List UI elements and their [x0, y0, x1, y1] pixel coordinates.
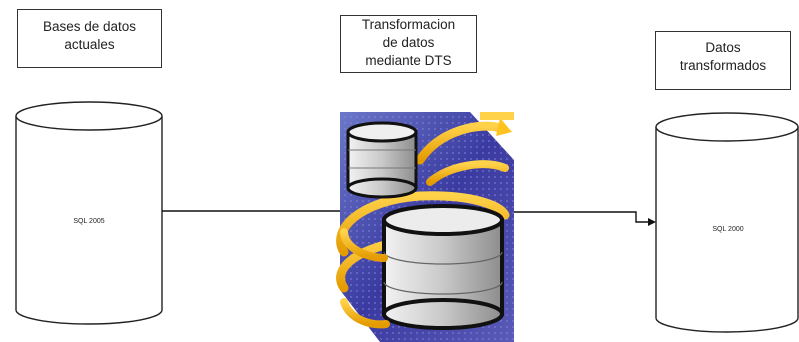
current-databases-label-line2: actuales [64, 37, 115, 52]
dts-label-line2: de datos [382, 35, 435, 50]
source-database-caption: SQL 2005 [73, 218, 105, 225]
arrowhead-icon [648, 218, 656, 226]
dts-transformation-image [336, 112, 514, 342]
current-databases-label-box: Bases de datos actuales [17, 9, 162, 68]
dts-label-line3: mediante DTS [365, 53, 452, 68]
transformed-data-label-line1: Datos [705, 40, 741, 55]
transformed-data-label-line2: transformados [679, 58, 767, 73]
target-database-caption: SQL 2000 [712, 226, 744, 233]
current-databases-label-line1: Bases de datos [42, 19, 137, 34]
transformed-data-label-box: Datos transformados [655, 31, 791, 90]
dts-label-line1: Transformacion [361, 17, 456, 32]
dts-transformation-label-box: Transformacion de datos mediante DTS [340, 15, 477, 73]
target-database-cylinder [655, 112, 799, 333]
connector-dts-to-target [514, 211, 656, 226]
source-database-cylinder [15, 101, 163, 325]
